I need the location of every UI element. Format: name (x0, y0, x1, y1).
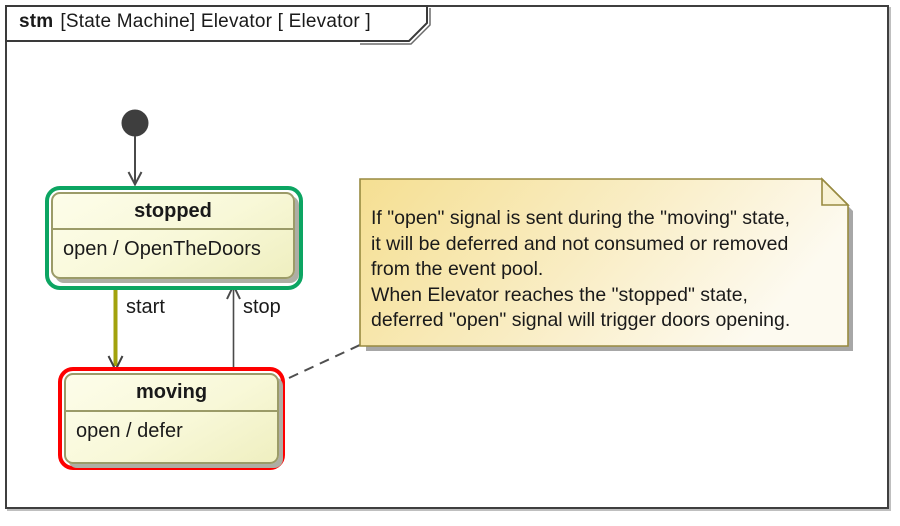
note-text-line: If "open" signal is sent during the "mov… (371, 207, 791, 229)
note-text-line: it will be deferred and not consumed or … (371, 232, 789, 255)
note-text: If "open" signal is sent during the "mov… (371, 206, 843, 334)
note-text-line: deferred "open" signal will trigger door… (371, 309, 791, 331)
transition-start-label: start (126, 296, 165, 318)
transition-stop-label: stop (243, 296, 281, 318)
frame-tab-label: stm [State Machine] Elevator [ Elevator ] (19, 11, 371, 33)
state-stopped-name: stopped (53, 194, 293, 230)
state-moving-name: moving (66, 375, 277, 412)
state-moving-inner: moving open / defer (64, 373, 279, 464)
tab-keyword: stm (19, 11, 54, 32)
state-stopped-internal-transition: open / OpenTheDoors (63, 238, 261, 260)
state-stopped-inner: stopped open / OpenTheDoors (51, 192, 295, 279)
tab-title: [State Machine] Elevator [ Elevator ] (60, 11, 371, 32)
note-text-line: When Elevator reaches the "stopped" stat… (371, 283, 748, 306)
note-text-line: from the event pool. (371, 258, 544, 280)
state-moving-internal-transition: open / defer (76, 420, 183, 442)
